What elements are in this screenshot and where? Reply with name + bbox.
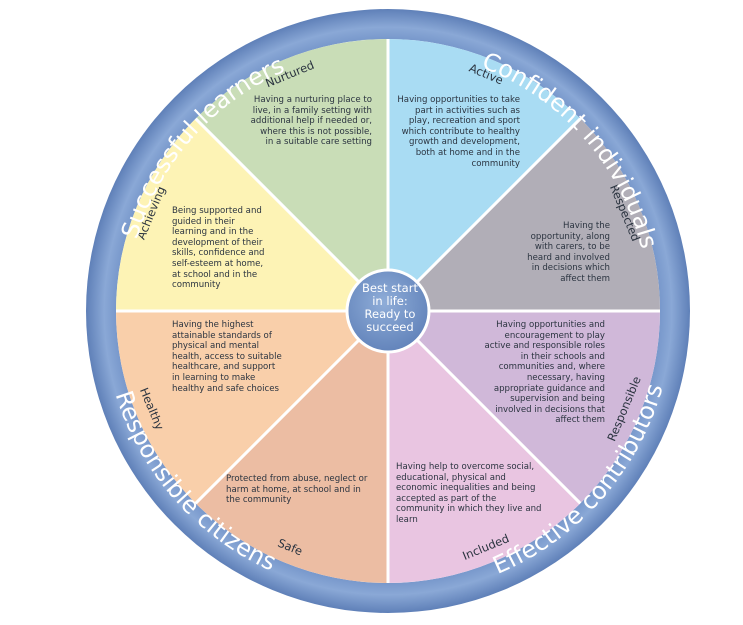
center-line: Ready to	[364, 307, 416, 321]
segment-included	[388, 311, 581, 583]
healthy-description: Having the highest attainable standards …	[172, 320, 282, 394]
center-line: Best start	[362, 281, 418, 295]
segment-healthy	[116, 311, 388, 504]
segment-divider	[415, 117, 582, 284]
achieving-description: Being supported and guided in their lear…	[172, 206, 265, 291]
segment-achieving	[116, 118, 388, 311]
center-line: in life:	[372, 294, 408, 308]
segment-divider	[415, 338, 582, 505]
center-label: Best start in life: Ready to succeed	[351, 282, 429, 334]
segment-active	[388, 39, 581, 311]
segment-responsible	[388, 311, 660, 504]
included-description: Having help to overcome social, educatio…	[396, 462, 542, 525]
segment-divider	[194, 117, 361, 284]
center-hub	[345, 268, 431, 354]
nurtured-description: Having a nurturing place to live, in a f…	[250, 95, 372, 148]
center-line: succeed	[366, 320, 414, 334]
responsible-description: Having opportunities and encouragement t…	[484, 320, 605, 426]
segment-divider	[194, 338, 361, 505]
segment-safe	[195, 311, 388, 583]
safe-description: Protected from abuse, neglect or harm at…	[226, 474, 368, 506]
segment-nurtured	[195, 38, 388, 311]
respected-description: Having the opportunity, along with carer…	[527, 221, 610, 284]
segment-respected	[388, 118, 660, 311]
active-description: Having opportunities to take part in act…	[397, 95, 520, 169]
